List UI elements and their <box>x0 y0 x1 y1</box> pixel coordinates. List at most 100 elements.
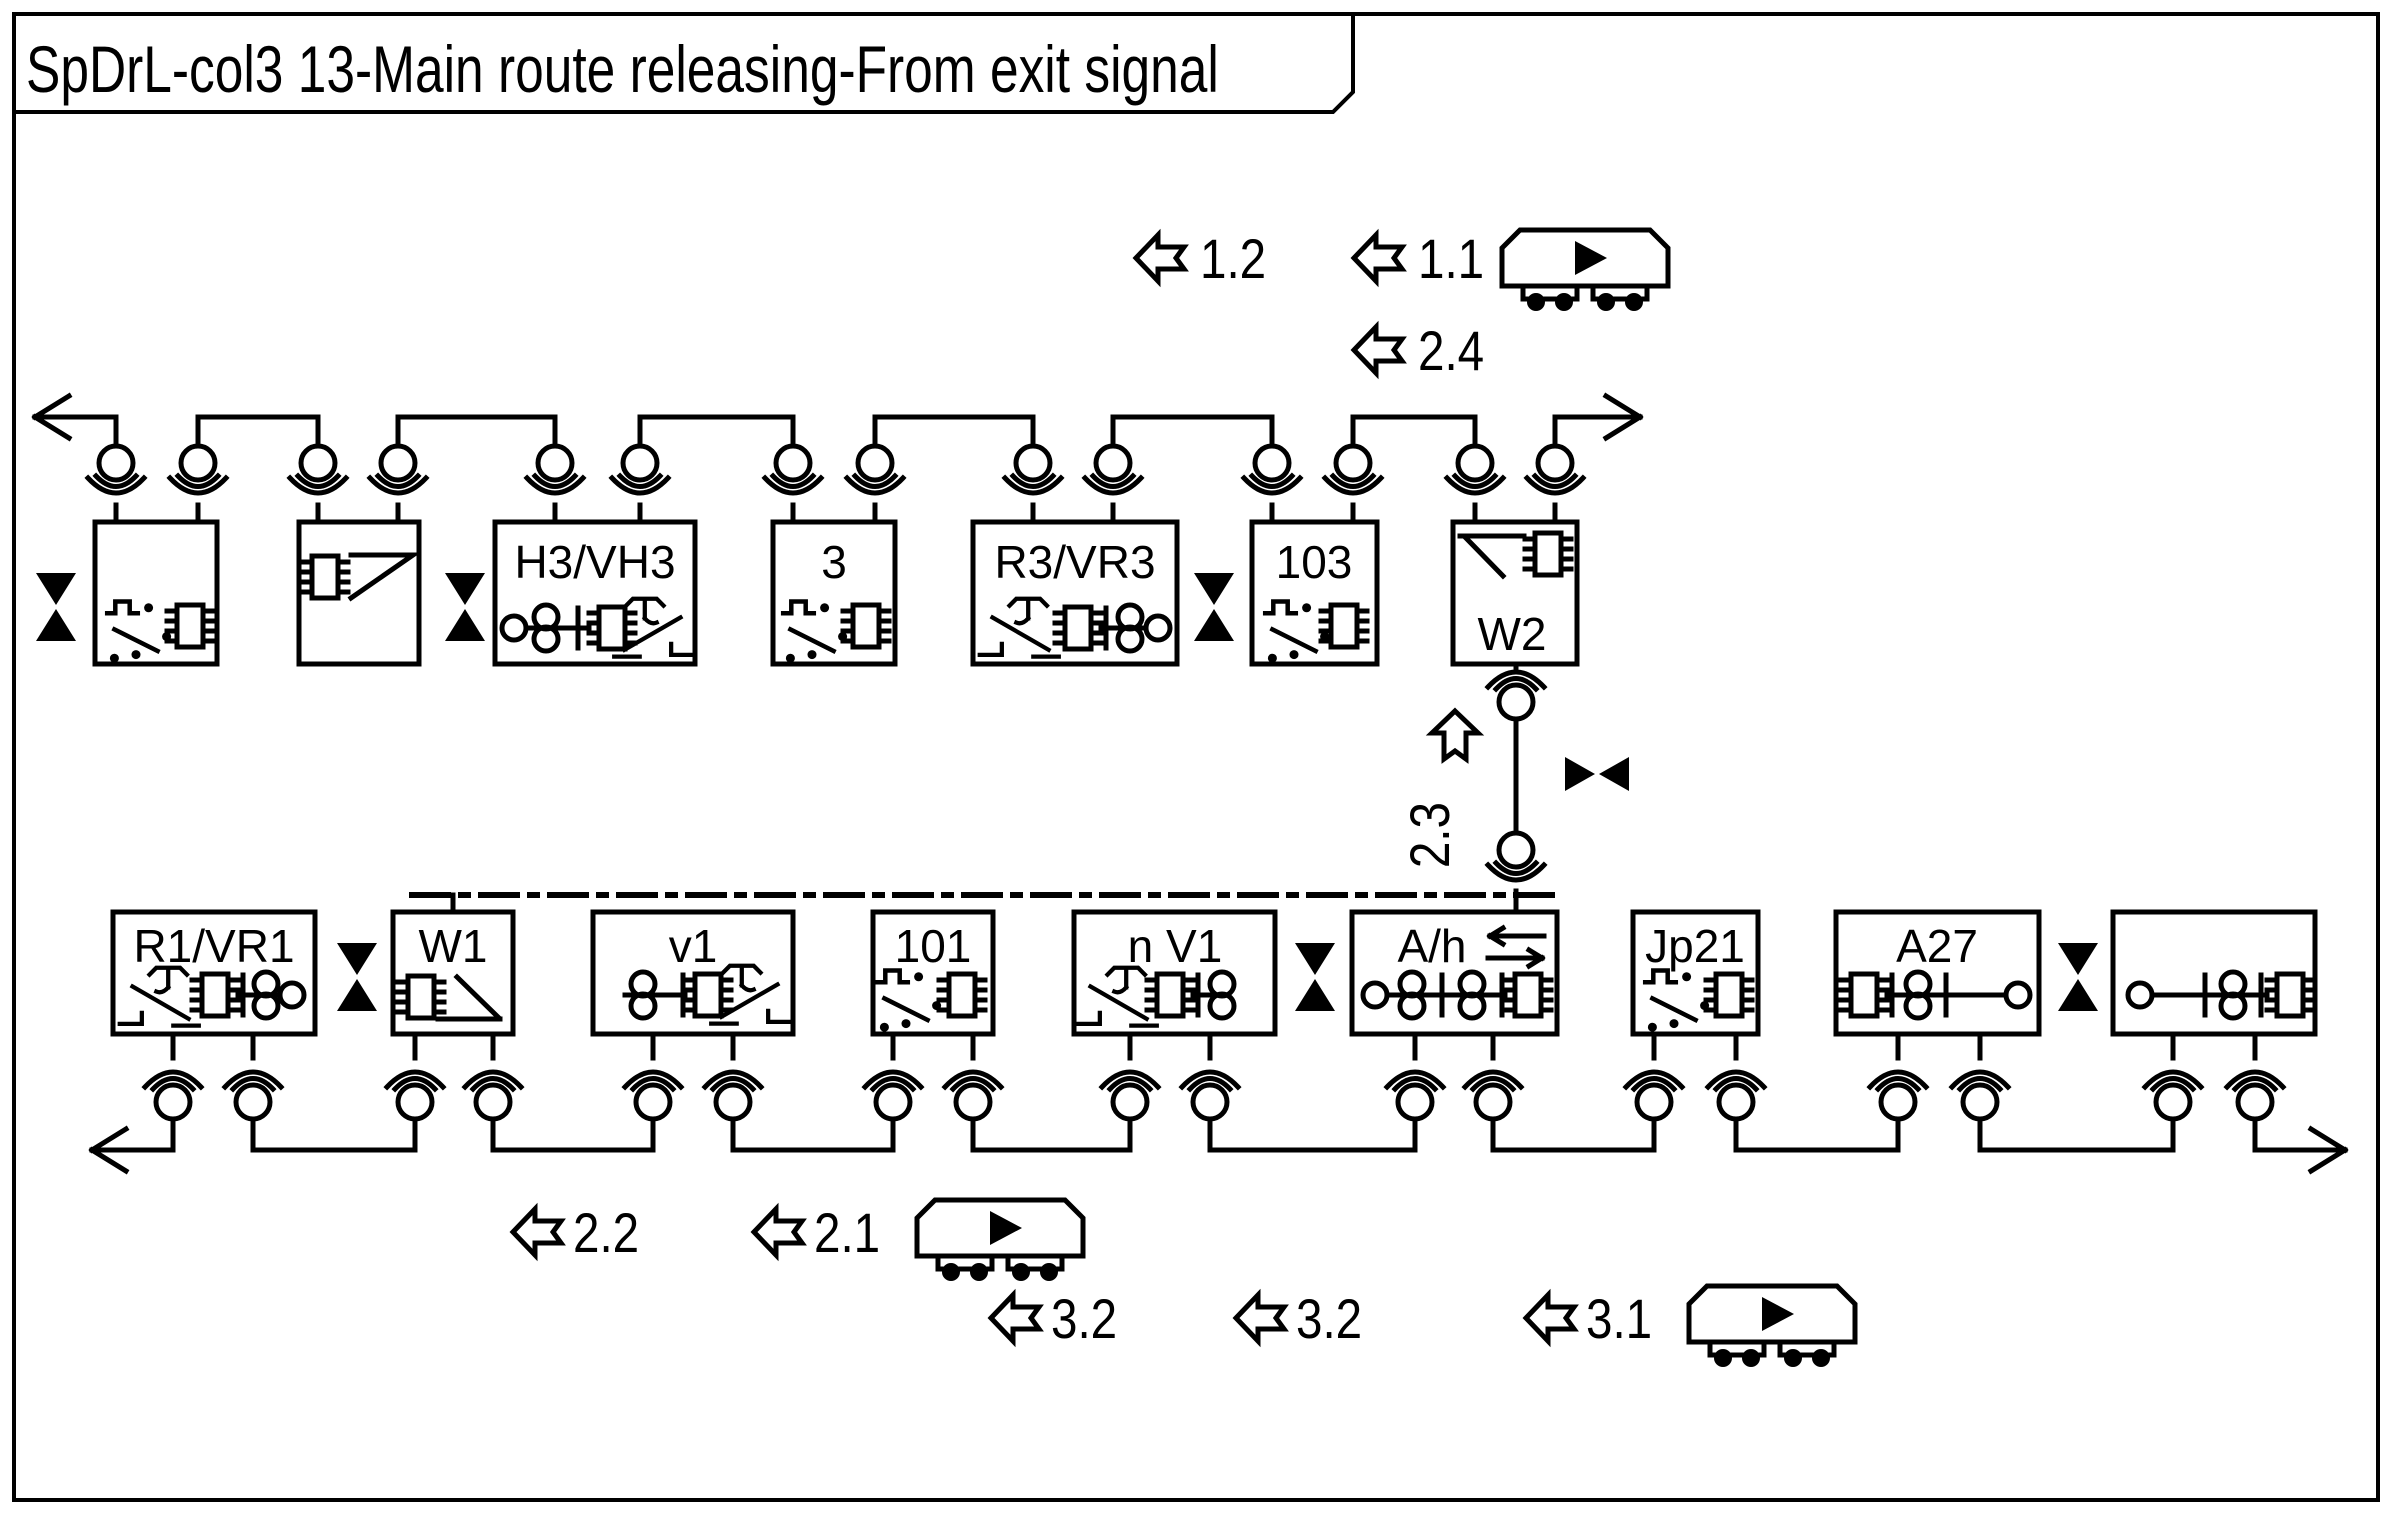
right-arrow-icon <box>2307 1125 2349 1175</box>
plug-connector-icon <box>705 1072 761 1119</box>
bottom-bus <box>88 1031 2349 1175</box>
double-8-icon <box>1460 972 1484 1018</box>
route-arrow-icon <box>513 1209 561 1255</box>
plug-connector-icon <box>387 1072 443 1119</box>
plug-connector-icon <box>765 446 821 493</box>
route-marker: 2.2 <box>573 1202 639 1264</box>
circle-icon <box>502 616 526 640</box>
box-label: R3/VR3 <box>994 536 1155 588</box>
bus-wire <box>89 1116 2348 1153</box>
plug-connector-icon <box>945 1072 1001 1119</box>
box-label: W2 <box>1478 608 1547 660</box>
relay-box-nv1: n V1 <box>1071 909 1278 1037</box>
bus-wire <box>32 414 1643 449</box>
link-2-3: 2.3 <box>1399 661 1629 915</box>
plug-connector-icon <box>2227 1072 2283 1119</box>
plug-connector-icon <box>847 446 903 493</box>
contact-icon <box>980 599 1059 657</box>
route-marker: 3.2 <box>1051 1288 1117 1350</box>
double-8-icon <box>534 605 558 651</box>
box-label: H3/VH3 <box>514 536 675 588</box>
wagon-icon <box>917 1200 1083 1281</box>
plug-connector-icon <box>1447 446 1503 493</box>
relay-chip-icon <box>843 605 889 647</box>
plug-connector-icon <box>625 1072 681 1119</box>
plug-connector-icon <box>1952 1072 2008 1119</box>
relay-box-101: 101 <box>870 909 996 1037</box>
box-label: 3 <box>821 536 847 588</box>
route-marker: 2.1 <box>814 1202 880 1264</box>
plug-stubs <box>170 1031 2258 1061</box>
box-label: R1/VR1 <box>133 920 294 972</box>
relay-chip-icon <box>685 974 731 1016</box>
switch-position-icon <box>435 973 503 1022</box>
relay-chip-icon <box>167 605 213 647</box>
exchange-arrows-icon <box>1485 924 1547 970</box>
route-marker: 3.2 <box>1296 1288 1362 1350</box>
relay-chip-icon <box>1505 974 1551 1016</box>
relay-box-103: 103 <box>1249 519 1380 667</box>
route-arrow-icon <box>991 1295 1039 1341</box>
plug-connector-icon <box>612 446 668 493</box>
plug-connector-icon <box>170 446 226 493</box>
route-arrow-icon <box>754 1209 802 1255</box>
plug-connector-icon <box>1102 1072 1158 1119</box>
plug-connector-icon <box>1626 1072 1682 1119</box>
plug-connector-icon <box>370 446 426 493</box>
double-8-icon <box>2221 972 2245 1018</box>
relay-chip-icon <box>1321 605 1367 647</box>
route-arrow-icon <box>1236 1295 1284 1341</box>
circle-icon <box>2128 983 2152 1007</box>
contact-icon <box>1078 968 1157 1026</box>
relay-box-3: 3 <box>770 519 898 667</box>
plug-connector-icon <box>865 1072 921 1119</box>
box-label: v1 <box>669 920 718 972</box>
route-marker: 3.1 <box>1586 1288 1652 1350</box>
route-marker: 1.2 <box>1200 228 1266 290</box>
box-label: A27 <box>1896 920 1978 972</box>
plug-connector-icon <box>1708 1072 1764 1119</box>
relay-chip-icon <box>2267 974 2313 1016</box>
plug-connector-icon <box>1870 1072 1926 1119</box>
relay-box-w1: W1 <box>390 909 516 1037</box>
double-8-icon <box>1906 972 1930 1018</box>
relay-box-h3vh3: H3/VH3 <box>492 519 698 667</box>
relay-box-last <box>2110 909 2318 1037</box>
route-marker: 1.1 <box>1418 228 1484 290</box>
page-title: SpDrL-col3 13-Main route releasing-From … <box>26 32 1219 107</box>
plug-stubs <box>113 502 1558 525</box>
circle-icon <box>280 983 304 1007</box>
plug-connector-icon <box>1488 672 1544 719</box>
relay-box-ah: A/h <box>1349 909 1560 1037</box>
plug-connector-icon <box>145 1072 201 1119</box>
plug-connector-icon <box>465 1072 521 1119</box>
dotted-contact-icon <box>783 602 847 663</box>
double-8-icon <box>1400 972 1424 1018</box>
relay-chip-icon <box>1147 974 1193 1016</box>
plug-connector-icon <box>1527 446 1583 493</box>
plug-connector-icon <box>290 446 346 493</box>
wagon-icon <box>1502 230 1668 311</box>
relay-box-2 <box>296 519 422 667</box>
plug-connector-icon <box>1182 1072 1238 1119</box>
route-arrow-icon <box>1354 327 1402 373</box>
relay-box-r3vr3: R3/VR3 <box>970 519 1180 667</box>
isolation-icon <box>1194 573 1234 641</box>
dotted-contact-icon <box>107 602 171 663</box>
route-arrow-icon <box>1526 1295 1574 1341</box>
relay-box-r1vr1: R1/VR1 <box>110 909 318 1037</box>
box-label: 103 <box>1276 536 1353 588</box>
box-label: 101 <box>895 920 972 972</box>
route-arrow-up-icon <box>1432 711 1478 759</box>
route-marker: 2.3 <box>1399 802 1461 868</box>
circle-icon <box>1363 983 1387 1007</box>
valve-icon <box>1565 757 1629 791</box>
switch-position-icon <box>347 552 421 602</box>
box-label: Jp21 <box>1645 920 1745 972</box>
left-arrow-icon <box>31 392 73 442</box>
bottom-route-markers: 2.2 2.1 3.2 3.2 3.1 <box>513 1200 1855 1367</box>
relay-chip-icon <box>1841 974 1887 1016</box>
plug-connector-icon <box>1465 1072 1521 1119</box>
